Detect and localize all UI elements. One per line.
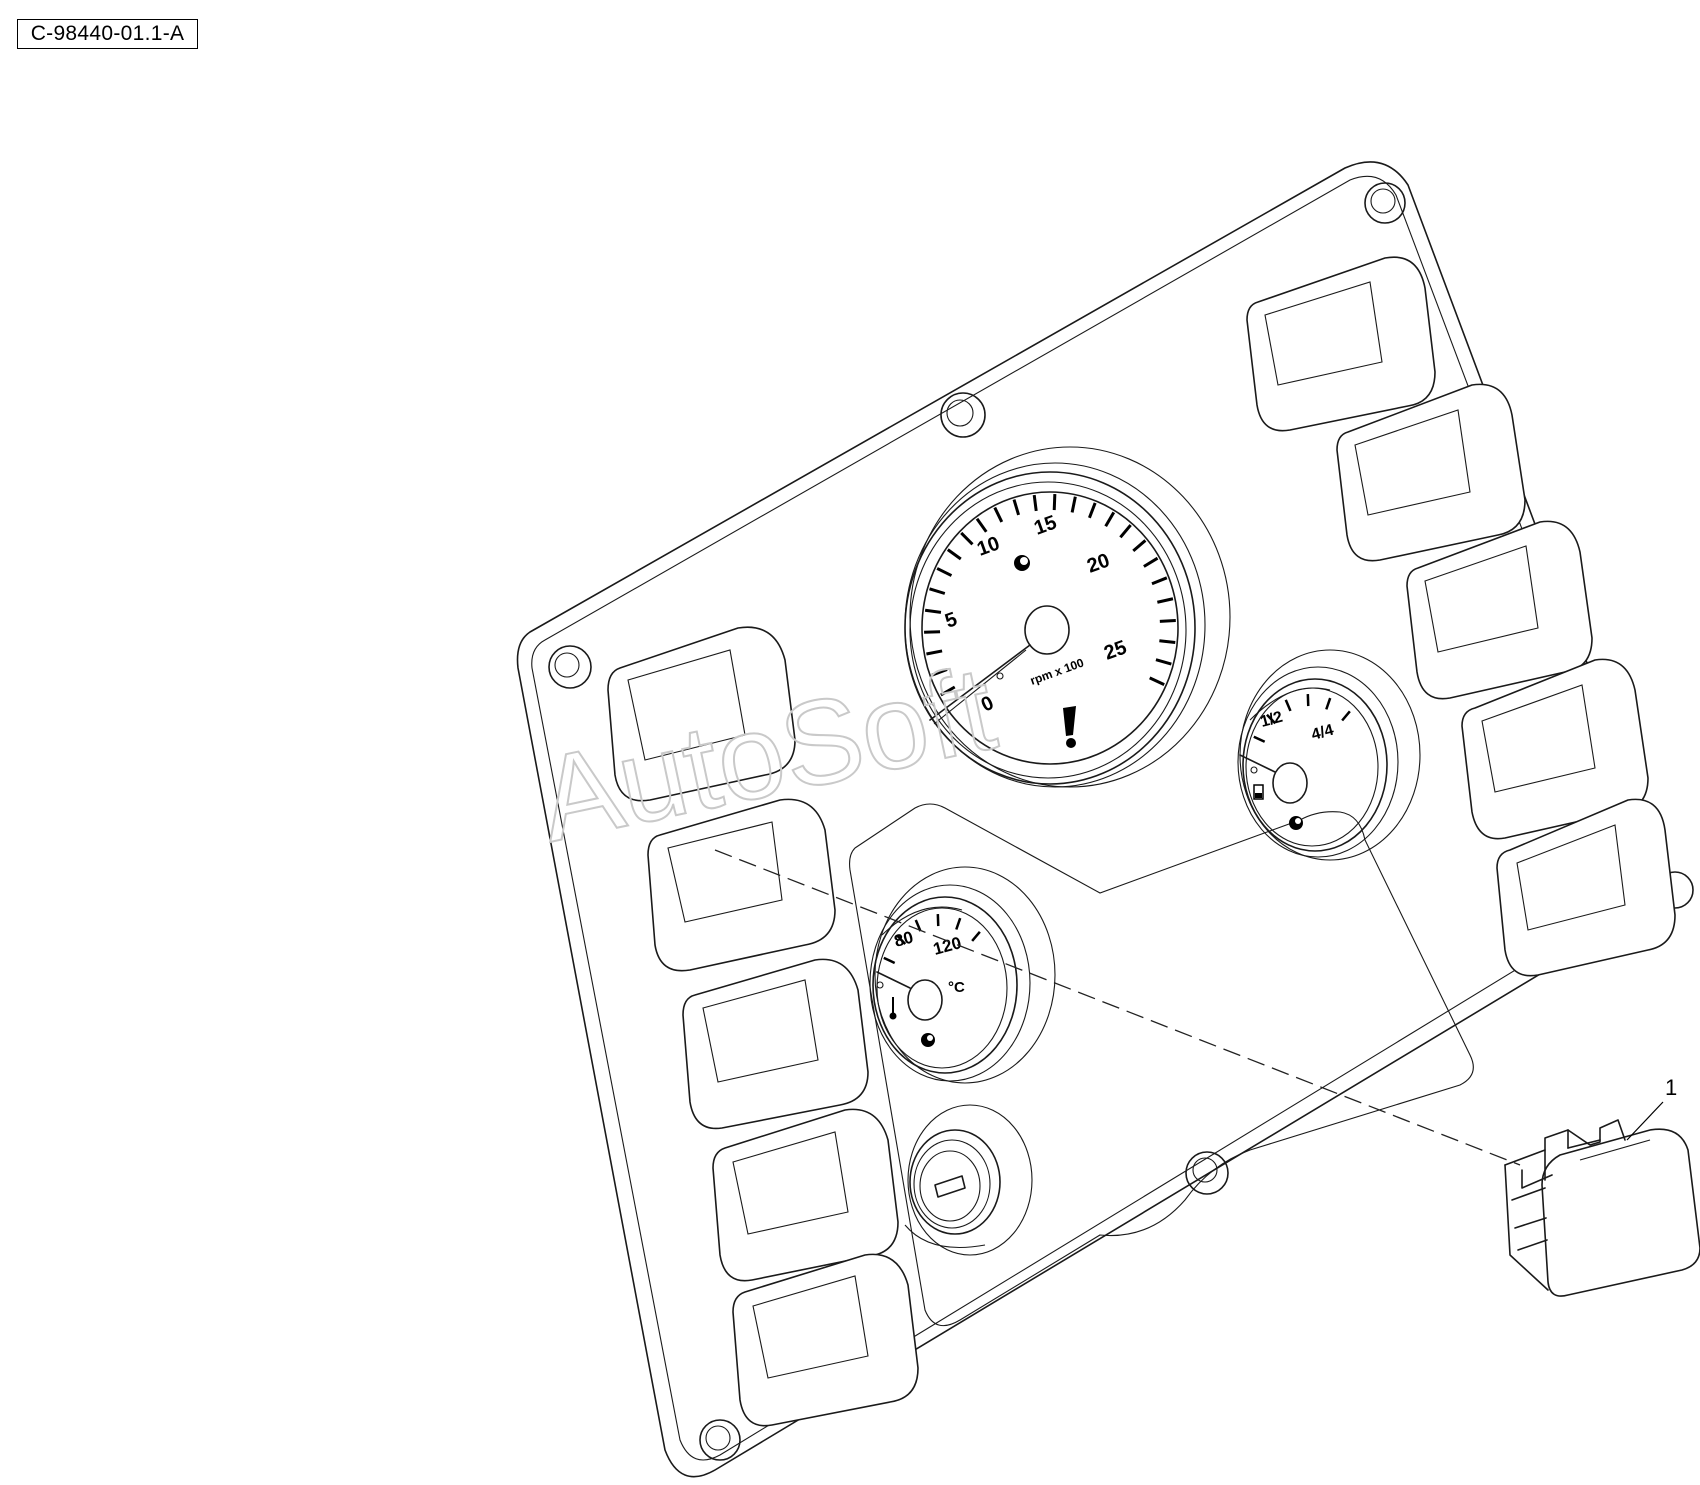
switch-right-2	[1336, 383, 1526, 562]
fuel-gauge-tick	[1284, 699, 1292, 712]
tachometer-tick	[1070, 496, 1077, 513]
temperature-gauge-ticks	[883, 914, 981, 965]
tach-label-20: 20	[1084, 549, 1112, 577]
tach-label-15: 15	[1031, 511, 1059, 539]
temperature-gauge: 80 120 °C	[869, 866, 1056, 1084]
tachometer-tick	[926, 649, 943, 656]
drawing-reference-code: C-98440-01.1-A	[17, 19, 198, 49]
tachometer-tick	[929, 587, 946, 595]
callout-leader	[1626, 1101, 1664, 1141]
fuel-gauge-tick	[1325, 697, 1332, 710]
tach-label-25: 25	[1101, 636, 1129, 664]
tachometer-tick	[1151, 576, 1168, 586]
tachometer-tick	[1149, 676, 1165, 686]
fuel-gauge: 1/2 4/4	[1237, 649, 1421, 861]
fuel-gauge-ticks	[1253, 694, 1351, 743]
tachometer-needle	[929, 644, 1031, 721]
thermometer-icon	[889, 997, 897, 1020]
tachometer-tick	[1032, 494, 1038, 512]
tachometer-tick	[936, 567, 953, 577]
tachometer-ticks	[924, 494, 1176, 697]
temperature-gauge-tick	[955, 917, 962, 930]
tachometer-tick	[1159, 619, 1176, 623]
manufacturer-logo-icon	[921, 1033, 935, 1047]
tachometer-hub	[1024, 605, 1070, 655]
temp-label-80: 80	[892, 928, 915, 951]
switch-right-1	[1246, 256, 1436, 432]
tachometer-tick	[1143, 556, 1159, 568]
tachometer-tick	[924, 608, 942, 614]
switch-right-5	[1496, 798, 1676, 977]
tachometer-tick	[1157, 597, 1174, 604]
temperature-gauge-tick	[971, 930, 981, 942]
mounting-hole-bottom-left	[699, 1419, 741, 1461]
mounting-hole-top-center	[940, 392, 986, 438]
temperature-gauge-needle	[876, 971, 911, 989]
tachometer-tick	[1088, 502, 1097, 519]
mounting-hole-left	[548, 645, 592, 689]
tachometer-tick	[924, 630, 941, 634]
warning-exclamation-icon	[1063, 706, 1076, 748]
mounting-hole-top-right	[1364, 182, 1406, 224]
temp-unit: °C	[948, 979, 965, 996]
tachometer-tick	[1155, 658, 1172, 666]
switch-left-1	[607, 626, 796, 802]
switch-blank-cover-part	[1504, 1119, 1700, 1297]
switch-left-2	[647, 798, 836, 972]
tachometer-tick	[1159, 639, 1176, 644]
tachometer-tick	[1132, 539, 1147, 553]
mounting-hole-bottom-center	[1185, 1151, 1229, 1195]
temperature-gauge-tick	[896, 934, 907, 945]
manufacturer-logo-icon	[1014, 555, 1030, 571]
temperature-gauge-tick	[914, 919, 922, 932]
switch-left-3	[682, 958, 869, 1130]
callout-number-1: 1	[1665, 1075, 1677, 1100]
tachometer-tick	[975, 517, 988, 533]
tach-label-5: 5	[942, 608, 960, 632]
leader-line	[714, 849, 1521, 1166]
switch-left-5	[732, 1253, 919, 1427]
fuel-gauge-needle	[1239, 754, 1276, 773]
tachometer-tick	[960, 531, 974, 546]
temperature-gauge-hub	[907, 979, 943, 1021]
fuel-pump-icon	[1253, 784, 1264, 800]
tach-label-10: 10	[974, 532, 1002, 560]
tach-unit-label: rpm x 100	[1028, 655, 1086, 687]
tachometer-tick	[1052, 494, 1057, 511]
tachometer-tick	[1119, 524, 1132, 539]
tachometer-tick	[993, 506, 1004, 523]
temperature-gauge-tick	[883, 956, 896, 965]
ignition-key-slot-icon	[934, 1175, 966, 1198]
tachometer-tick	[946, 548, 962, 561]
fuel-label-full: 4/4	[1310, 722, 1336, 744]
fuel-gauge-hub	[1272, 762, 1308, 804]
ignition-switch	[904, 1104, 1033, 1256]
tachometer-tick	[1104, 511, 1116, 527]
tachometer-tick	[1012, 499, 1021, 516]
fuel-gauge-tick	[1266, 713, 1277, 725]
tachometer-tick	[931, 668, 948, 677]
tachometer-tick	[940, 685, 956, 697]
manufacturer-logo-icon	[1289, 816, 1303, 830]
fuel-gauge-tick	[1253, 735, 1266, 743]
fuel-label-half: 1/2	[1259, 709, 1285, 731]
fuel-gauge-tick	[1341, 710, 1351, 722]
